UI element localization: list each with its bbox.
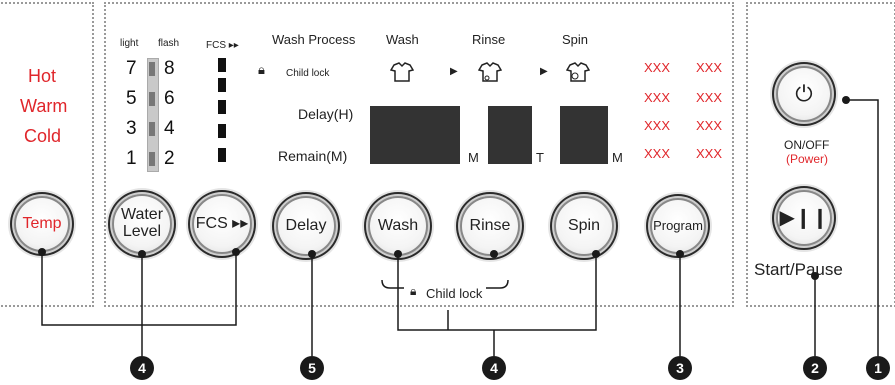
gauge-mark (149, 62, 155, 76)
program-label: XXX (644, 118, 671, 133)
callout-badge: 4 (482, 356, 506, 380)
level-2: 2 (164, 148, 175, 169)
level-7: 7 (126, 58, 137, 79)
step-rinse-label: Rinse (472, 32, 506, 47)
temp-level-warm: Warm (20, 96, 68, 116)
power-label: (Power) (786, 152, 829, 166)
delay-button[interactable]: Delay (276, 196, 336, 256)
temp-level-hot: Hot (28, 66, 57, 86)
spin-button[interactable]: Spin (554, 196, 614, 256)
main-panel (104, 2, 734, 307)
fcs-bar (218, 100, 226, 114)
callout-badge: 5 (300, 356, 324, 380)
wash-process-title: Wash Process (272, 32, 356, 47)
display-unit-m2: M (612, 150, 623, 165)
display-digits-2 (488, 106, 532, 164)
level-8: 8 (164, 58, 175, 79)
level-1: 1 (126, 148, 137, 169)
program-label: XXX (696, 90, 723, 105)
flash-label: flash (158, 38, 180, 49)
child-lock-combo-icon: 🔒︎ (410, 284, 417, 298)
child-lock-icon: 🔒︎ (258, 62, 265, 77)
program-label: XXX (696, 60, 723, 75)
rinse-button[interactable]: Rinse (460, 196, 520, 256)
callout-badge: 2 (803, 356, 827, 380)
program-label: XXX (696, 146, 723, 161)
callout-badge: 3 (668, 356, 692, 380)
fcs-bar (218, 78, 226, 92)
remain-display-label: Remain(M) (278, 148, 348, 164)
power-icon: ⏻ (795, 81, 813, 107)
temp-level-cold: Cold (24, 126, 62, 146)
child-lock-indicator-label: Child lock (286, 68, 330, 79)
delay-display-label: Delay(H) (298, 106, 354, 122)
start-pause-button[interactable]: ▶❙❙ (776, 190, 832, 246)
display-unit-m1: M (468, 150, 479, 165)
rinse-shirt-icon (477, 62, 503, 87)
fcs-indicator-label: FCS ▸▸ (206, 40, 239, 51)
gauge-mark (149, 152, 155, 166)
program-label: XXX (644, 90, 671, 105)
onoff-label: ON/OFF (784, 138, 830, 152)
step-spin-label: Spin (562, 32, 589, 47)
display-digits-3 (560, 106, 608, 164)
gauge-mark (149, 92, 155, 106)
program-label: XXX (696, 118, 723, 133)
program-label: XXX (644, 60, 671, 75)
arrow-right-icon: ▶ (540, 66, 548, 77)
arrow-right-icon: ▶ (450, 66, 458, 77)
fcs-bar (218, 148, 226, 162)
water-level-gauge (147, 58, 159, 172)
fcs-bar (218, 124, 226, 138)
callout-badge: 4 (130, 356, 154, 380)
temp-button[interactable]: Temp (14, 196, 70, 252)
fcs-button[interactable]: FCS ▸▸ (192, 194, 252, 254)
step-wash-label: Wash (386, 32, 419, 47)
callout-badge: 1 (866, 356, 890, 380)
gauge-mark (149, 122, 155, 136)
play-pause-icon: ▶❙❙ (779, 206, 829, 229)
light-label: light (120, 38, 139, 49)
water-level-button[interactable]: Water Level (112, 194, 172, 254)
program-button[interactable]: Program (650, 198, 706, 254)
level-3: 3 (126, 118, 137, 139)
level-4: 4 (164, 118, 175, 139)
wash-button[interactable]: Wash (368, 196, 428, 256)
level-5: 5 (126, 88, 137, 109)
start-pause-label: Start/Pause (754, 260, 843, 279)
level-6: 6 (164, 88, 175, 109)
program-label: XXX (644, 146, 671, 161)
child-lock-combo-label: Child lock (426, 286, 483, 301)
spin-shirt-icon (565, 62, 591, 87)
wash-shirt-icon (389, 62, 415, 87)
fcs-bar (218, 58, 226, 72)
power-button[interactable]: ⏻ (776, 66, 832, 122)
display-digits-1 (370, 106, 460, 164)
temp-panel (0, 2, 94, 307)
display-unit-t: T (536, 150, 544, 165)
